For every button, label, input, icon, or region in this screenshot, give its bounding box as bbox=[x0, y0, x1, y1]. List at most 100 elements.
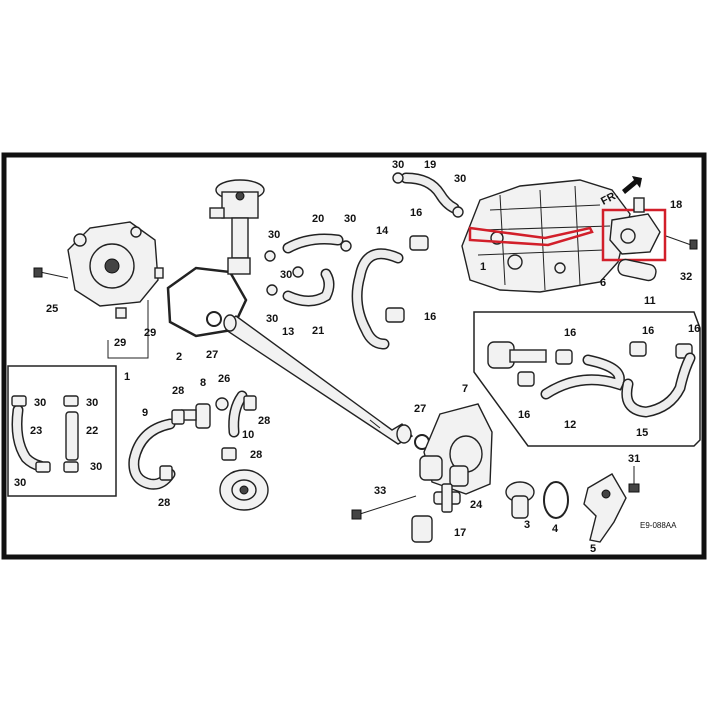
callout-12: 12 bbox=[564, 419, 576, 431]
callout-32: 32 bbox=[680, 271, 692, 283]
callout-27: 27 bbox=[206, 349, 218, 361]
callout-8: 8 bbox=[200, 377, 206, 389]
callout-28: 28 bbox=[172, 385, 184, 397]
hose-part-19 bbox=[400, 172, 460, 214]
clamp-30c bbox=[63, 461, 79, 473]
water-pump-part-1 bbox=[67, 221, 164, 319]
callout-16: 16 bbox=[518, 409, 530, 421]
thermostat-part-3 bbox=[505, 481, 535, 519]
bracket-1 bbox=[107, 300, 149, 359]
hose-part-14 bbox=[351, 248, 404, 350]
clamp-30b bbox=[63, 395, 79, 407]
callout-30: 30 bbox=[392, 159, 404, 171]
callout-22: 22 bbox=[86, 425, 98, 437]
bypass-valve-assembly bbox=[209, 179, 265, 275]
clamp-28a bbox=[171, 409, 185, 425]
callout-33: 33 bbox=[374, 485, 386, 497]
hose-part-9 bbox=[128, 418, 176, 490]
left-inset-box bbox=[7, 365, 117, 497]
gasket-part-2 bbox=[166, 266, 248, 338]
callout-31: 31 bbox=[628, 453, 640, 465]
callout-30: 30 bbox=[268, 229, 280, 241]
callout-16: 16 bbox=[410, 207, 422, 219]
callout-21: 21 bbox=[312, 325, 324, 337]
callout-14: 14 bbox=[376, 225, 389, 237]
bolt-32 bbox=[665, 235, 698, 250]
gasket-part-4 bbox=[543, 481, 569, 519]
callout-6: 6 bbox=[600, 277, 606, 289]
callout-30: 30 bbox=[90, 461, 102, 473]
callout-10: 10 bbox=[242, 429, 254, 441]
engine-block bbox=[461, 179, 631, 293]
callout-27: 27 bbox=[414, 403, 426, 415]
callout-30: 30 bbox=[86, 397, 98, 409]
callout-1: 1 bbox=[124, 371, 130, 383]
callout-2: 2 bbox=[176, 351, 182, 363]
hose-part-21 bbox=[282, 268, 335, 307]
water-outlet-part-5 bbox=[583, 473, 627, 543]
bolt-33 bbox=[351, 495, 417, 520]
pulley-component bbox=[219, 469, 269, 511]
callout-13: 13 bbox=[282, 326, 294, 338]
pipe-part-11 bbox=[617, 258, 657, 282]
callout-16: 16 bbox=[564, 327, 576, 339]
fitting-part-24 bbox=[433, 483, 461, 513]
coolant-outlet-part-6 bbox=[609, 197, 661, 255]
bolt-25 bbox=[33, 267, 69, 279]
fitting-part-26 bbox=[215, 397, 229, 411]
water-pipe-part-13 bbox=[223, 314, 414, 445]
callout-30: 30 bbox=[344, 213, 356, 225]
hose-part-20 bbox=[282, 233, 344, 254]
fitting-part-8 bbox=[181, 403, 211, 429]
callout-17: 17 bbox=[454, 527, 466, 539]
callout-28: 28 bbox=[258, 415, 270, 427]
clamp-28c bbox=[159, 465, 173, 481]
callout-11: 11 bbox=[644, 295, 656, 307]
callout-29: 29 bbox=[114, 337, 126, 349]
callout-5: 5 bbox=[590, 543, 596, 555]
callout-30: 30 bbox=[454, 173, 466, 185]
hose-part-10 bbox=[228, 390, 248, 438]
callout-16: 16 bbox=[424, 311, 436, 323]
callout-28: 28 bbox=[250, 449, 262, 461]
bolt-31 bbox=[628, 466, 640, 493]
inset-bypass-fitting bbox=[487, 341, 547, 369]
highlight-arrow bbox=[468, 226, 594, 247]
callout-15: 15 bbox=[636, 427, 648, 439]
callout-1: 1 bbox=[480, 261, 486, 273]
callout-30: 30 bbox=[14, 477, 26, 489]
callout-19: 19 bbox=[424, 159, 436, 171]
callout-29: 29 bbox=[144, 327, 156, 339]
clamp-28d bbox=[221, 447, 237, 461]
callout-25: 25 bbox=[46, 303, 58, 315]
clamp-28b bbox=[243, 395, 257, 411]
callout-16: 16 bbox=[688, 323, 700, 335]
callout-9: 9 bbox=[142, 407, 148, 419]
callout-28: 28 bbox=[158, 497, 170, 509]
diagram-code: E9-088AA bbox=[640, 521, 677, 530]
hose-part-22 bbox=[65, 411, 79, 461]
water-inlet-part-7 bbox=[419, 403, 493, 495]
hose-part-15 bbox=[621, 352, 696, 418]
callout-20: 20 bbox=[312, 213, 324, 225]
hose-clamps bbox=[264, 172, 693, 387]
callout-24: 24 bbox=[470, 499, 483, 511]
callout-30: 30 bbox=[266, 313, 278, 325]
callout-23: 23 bbox=[30, 425, 42, 437]
inset-box bbox=[473, 311, 701, 447]
clamp-30d bbox=[35, 461, 51, 473]
callout-3: 3 bbox=[524, 519, 530, 531]
pipe-part-17 bbox=[411, 515, 433, 543]
callout-18: 18 bbox=[670, 199, 682, 211]
callout-16: 16 bbox=[642, 325, 654, 337]
callout-30: 30 bbox=[34, 397, 46, 409]
callout-4: 4 bbox=[552, 523, 559, 535]
callout-26: 26 bbox=[218, 373, 230, 385]
o-ring-27a bbox=[206, 311, 222, 327]
callout-30: 30 bbox=[280, 269, 292, 281]
callouts: 30 19 30 20 30 14 16 30 30 30 21 13 16 1… bbox=[14, 159, 700, 555]
hose-part-12 bbox=[540, 354, 625, 400]
callout-7: 7 bbox=[462, 383, 468, 395]
clamp-30a bbox=[11, 395, 27, 407]
